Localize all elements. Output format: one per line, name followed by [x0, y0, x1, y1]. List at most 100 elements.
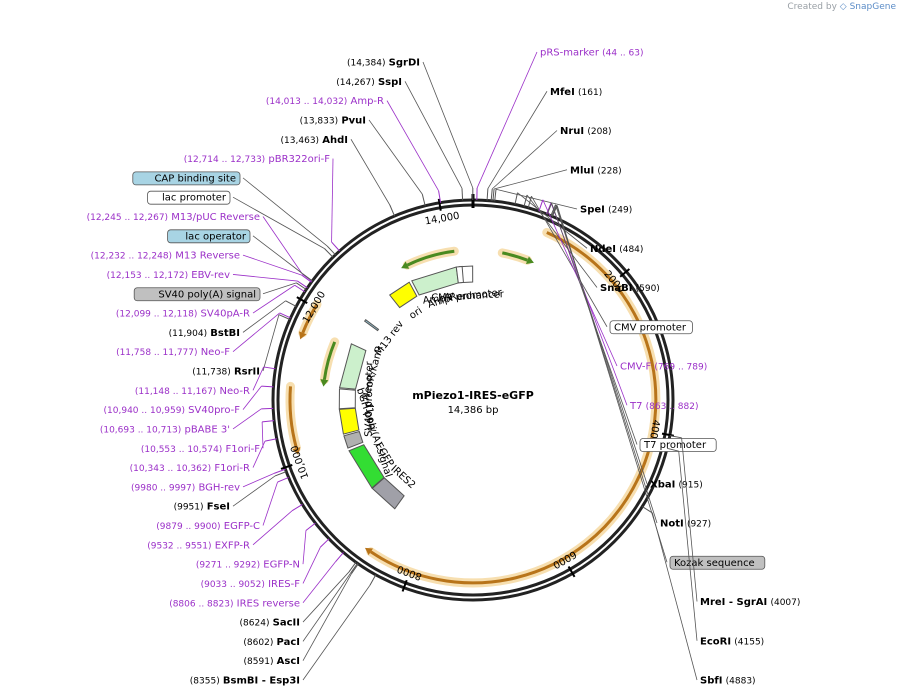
site-f1ori-f[interactable]: (10,553 .. 10,574) F1ori-F [141, 444, 260, 455]
site-egfp-n[interactable]: (9271 .. 9292) EGFP-N [196, 560, 300, 571]
site-leader-line [476, 51, 538, 189]
site-pbr322ori-f[interactable]: (12,714 .. 12,733) pBR322ori-F [184, 154, 331, 165]
site-label: (10,693 .. 10,713) pBABE 3' [100, 424, 230, 435]
site-m13-reverse[interactable]: (12,232 .. 12,248) M13 Reverse [91, 251, 240, 262]
site-box [147, 190, 231, 205]
site-cmv-promoter[interactable]: CMV promoter [609, 320, 693, 335]
site-t7-promoter[interactable]: T7 promoter [639, 438, 717, 452]
feature-ampr-promoter[interactable] [455, 265, 464, 284]
site-pbabe-3[interactable]: (10,693 .. 10,713) pBABE 3' [100, 424, 230, 435]
site-name: EXFP-R [215, 540, 250, 551]
orf-arc [301, 303, 319, 334]
site-kozak-sequence[interactable]: Kozak sequence [669, 555, 766, 570]
site-leader-line [331, 158, 334, 243]
site-exfp-r[interactable]: (9532 .. 9551) EXFP-R [147, 540, 250, 551]
site-lac-operator[interactable]: lac operator [167, 229, 251, 244]
feature-ires2[interactable] [371, 477, 405, 510]
site-sv40-poly-a-signal[interactable]: SV40 poly(A) signal [133, 287, 261, 302]
site-rsrii[interactable]: (11,738) RsrII [192, 367, 260, 378]
tick-mark [567, 566, 576, 578]
site-position: (8806 .. 8823) [169, 599, 233, 609]
site-marker [324, 248, 334, 258]
site-ires-reverse[interactable]: (8806 .. 8823) IRES reverse [169, 598, 300, 609]
site-leader-line [493, 169, 568, 190]
site-fsei[interactable]: (9951) FseI [174, 502, 230, 513]
site-position: (8591) [244, 657, 274, 667]
site-sacii[interactable]: (8624) SacII [240, 618, 300, 629]
site-name: Amp-R [351, 96, 385, 107]
site-position: (8355) [190, 677, 220, 687]
site-ndei[interactable]: NdeI (484) [590, 244, 643, 255]
site-name: T7 [629, 401, 642, 412]
feature-sv40-promoter[interactable] [338, 388, 356, 410]
site-leader-line [242, 177, 328, 247]
site-m13-puc-reverse[interactable]: (12,245 .. 12,267) M13/pUC Reverse [87, 212, 260, 223]
site-position: (11,738) [192, 368, 231, 378]
site-sv40pro-f[interactable]: (10,940 .. 10,959) SV40pro-F [104, 405, 241, 416]
feature-label-f1-ori: f1 ori [362, 403, 377, 431]
site-sgrdi[interactable]: (14,384) SgrDI [347, 58, 420, 69]
site-amp-r[interactable]: (14,013 .. 14,032) Amp-R [266, 96, 384, 107]
site-leader-line [302, 585, 371, 681]
site-label: (8624) SacII [240, 618, 300, 629]
site-pvui[interactable]: (13,833) PvuI [300, 115, 366, 126]
site-marker [294, 284, 306, 293]
site-cmv-f[interactable]: CMV-F (769 .. 789) [620, 362, 707, 373]
site-t7[interactable]: T7 (863 .. 882) [629, 401, 699, 412]
site-prs-marker[interactable]: pRS-marker (44 .. 63) [540, 48, 644, 59]
feature-ampr[interactable] [411, 266, 459, 296]
site-noti[interactable]: NotI (927) [660, 519, 711, 530]
site-label: EcoRI (4155) [700, 636, 764, 647]
site-leader-line [242, 473, 275, 488]
feature-label-ori: ori [408, 305, 425, 321]
site-mlui[interactable]: MluI (228) [570, 165, 622, 176]
site-snabi[interactable]: SnaBI (590) [600, 283, 660, 294]
site-leader-line [350, 139, 391, 206]
site-ebv-rev[interactable]: (12,153 .. 12,172) EBV-rev [107, 270, 230, 281]
site-xbai[interactable]: XbaI (915) [650, 479, 703, 490]
orf-arrow-icon [292, 447, 301, 455]
site-bstbi[interactable]: (11,904) BstBI [169, 328, 240, 339]
site-spei[interactable]: SpeI (249) [580, 205, 632, 216]
site-bsmbi-esp3i[interactable]: (8355) BsmBI - Esp3I [190, 676, 300, 687]
feature-m13-rev[interactable] [363, 319, 380, 332]
site-neo-r[interactable]: (11,148 .. 11,167) Neo-R [135, 386, 250, 397]
site-egfp-c[interactable]: (9879 .. 9900) EGFP-C [156, 521, 260, 532]
site-neo-f[interactable]: (11,758 .. 11,777) Neo-F [116, 347, 230, 358]
site-marker [551, 205, 558, 217]
tick-mark [296, 296, 308, 305]
site-name: MreI - SgrAI [700, 597, 767, 608]
site-paci[interactable]: (8602) PacI [243, 637, 300, 648]
site-bgh-rev[interactable]: (9980 .. 9997) BGH-rev [131, 482, 240, 493]
site-f1ori-r[interactable]: (10,343 .. 10,362) F1ori-R [130, 463, 250, 474]
site-marker [486, 188, 489, 201]
site-label: (12,099 .. 12,118) SV40pA-R [116, 309, 250, 320]
feature-ori[interactable] [388, 281, 418, 309]
site-sv40pa-r[interactable]: (12,099 .. 12,118) SV40pA-R [116, 309, 250, 320]
orf-arc [502, 251, 528, 262]
site-ahdi[interactable]: (13,463) AhdI [281, 135, 348, 146]
site-leader-line [242, 254, 302, 276]
site-marker [389, 204, 396, 217]
feature-neor-kanr[interactable] [338, 343, 367, 390]
site-position: (915) [679, 480, 703, 490]
site-mfei[interactable]: MfeI (161) [550, 87, 602, 98]
site-cap-binding-site[interactable]: CAP binding site [132, 171, 241, 186]
feature-f1-ori[interactable] [338, 407, 360, 435]
site-position: (10,693 .. 10,713) [100, 425, 181, 435]
site-leader-line [302, 561, 337, 603]
site-asci[interactable]: (8591) AscI [244, 656, 300, 667]
feature-egfp[interactable] [348, 444, 385, 489]
site-ires-f[interactable]: (9033 .. 9052) IRES-F [201, 579, 301, 590]
site-name: IRES reverse [237, 598, 300, 609]
feature-bgh-poly-a-signal[interactable] [343, 430, 364, 449]
site-marker [494, 189, 497, 202]
site-sspi[interactable]: (14,267) SspI [336, 77, 402, 88]
site-ecori[interactable]: EcoRI (4155) [700, 636, 764, 647]
site-lac-promoter[interactable]: lac promoter [147, 190, 231, 205]
site-sbfi[interactable]: SbfI (4883) [700, 676, 756, 687]
site-nrui[interactable]: NruI (208) [560, 126, 612, 137]
site-mrei-sgrai[interactable]: MreI - SgrAI (4007) [700, 597, 800, 608]
